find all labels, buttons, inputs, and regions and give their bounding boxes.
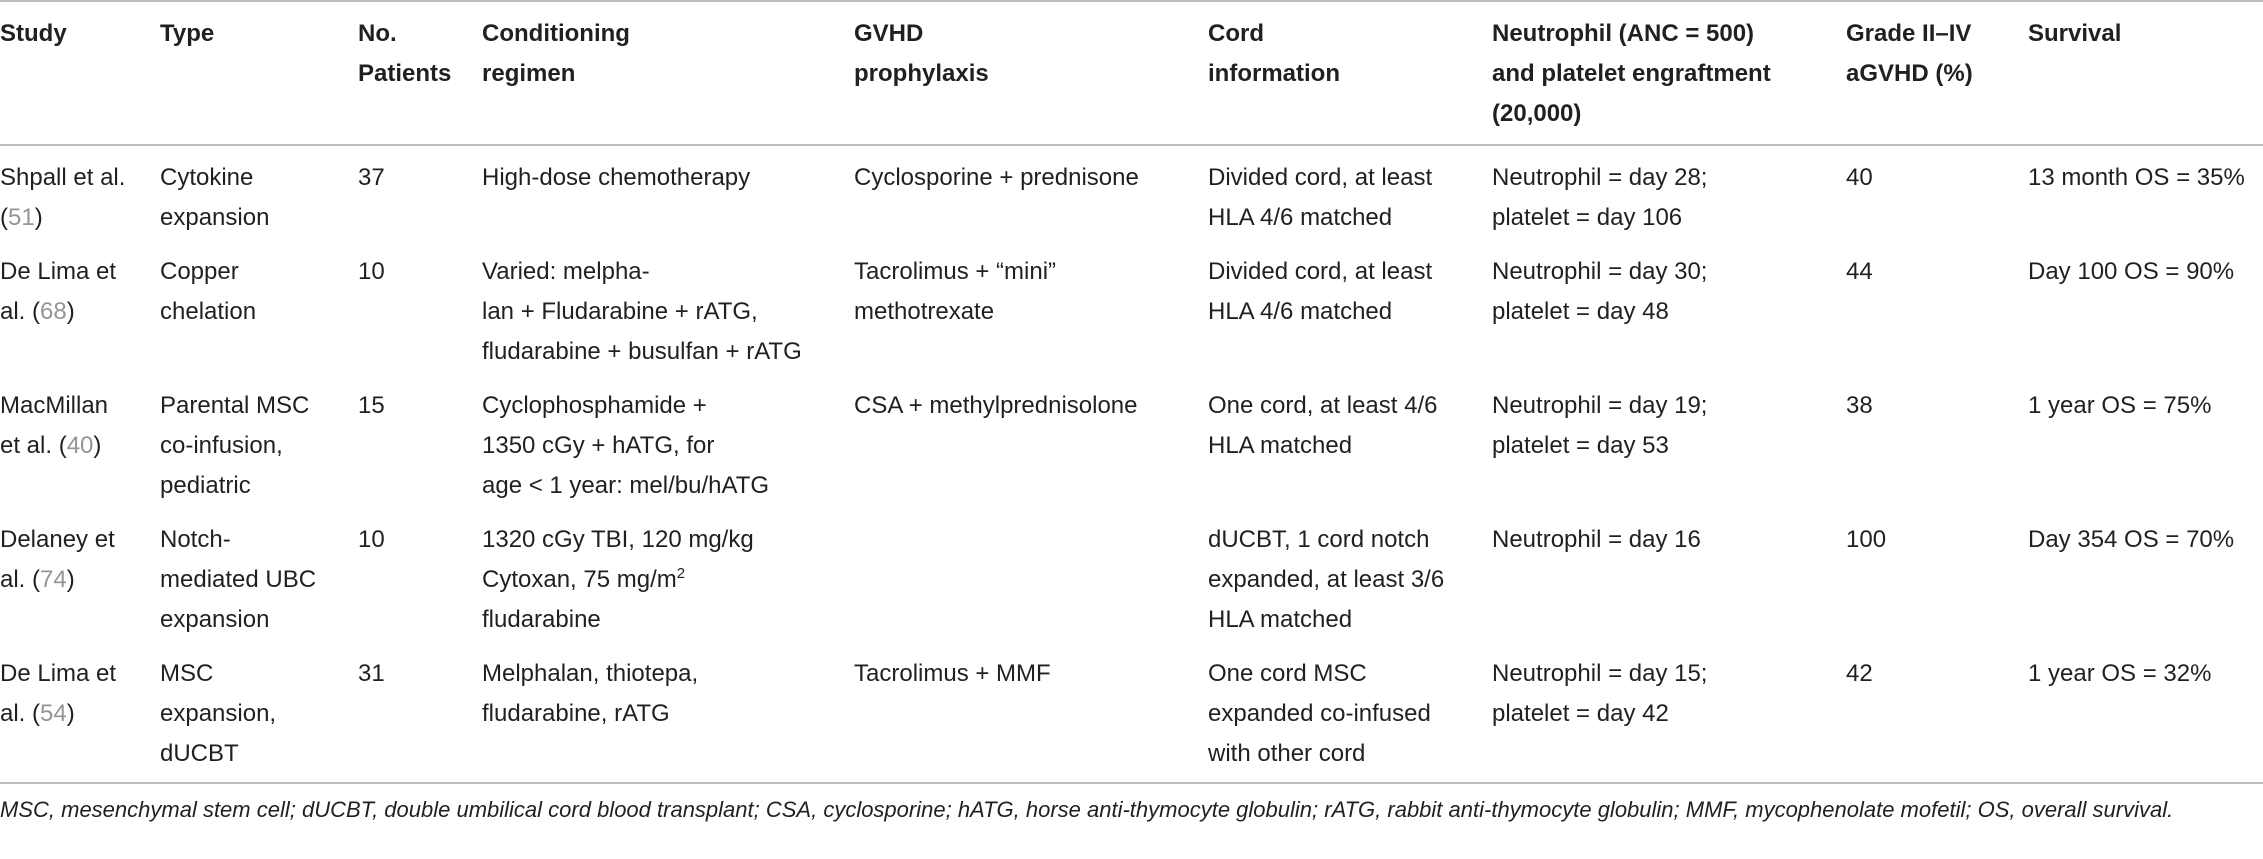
survival-cell: 1 year OS = 75% <box>2028 392 2212 419</box>
table-footnote: MSC, mesenchymal stem cell; dUCBT, doubl… <box>0 797 2174 822</box>
header-study: Study <box>0 20 67 47</box>
study-text: MacMillan et al. ( <box>0 392 109 459</box>
table-row: De Lima et al. (68) Copper chelation 10 … <box>0 246 2263 380</box>
type-cell: Parental MSC co-infusion, pediatric <box>160 392 310 499</box>
header-conditioning: Conditioning regimen <box>482 20 630 87</box>
gvhd-prophylaxis-cell: CSA + methylprednisolone <box>854 392 1138 419</box>
gvhd-prophylaxis-cell: Cyclosporine + prednisone <box>854 164 1139 191</box>
reference-link[interactable]: 74 <box>40 566 67 593</box>
table-header: Study Type No. Patients Conditioning reg… <box>0 1 2263 145</box>
table-body: Shpall et al. (51) Cytokine expansion 37… <box>0 145 2263 783</box>
patients-cell: 31 <box>358 660 385 687</box>
patients-cell: 10 <box>358 526 385 553</box>
reference-link[interactable]: 68 <box>40 298 67 325</box>
gvhd-prophylaxis-cell: Tacrolimus + “mini” methotrexate <box>854 258 1057 325</box>
study-text: Delaney et al. ( <box>0 526 115 593</box>
study-cell: Delaney et al. (74) <box>0 514 160 648</box>
cord-information-cell: Divided cord, at least HLA 4/6 matched <box>1208 258 1433 325</box>
conditioning-cell: 1320 cGy TBI, 120 mg/kg Cytoxan, 75 mg/m… <box>482 514 854 648</box>
agvhd-cell: 38 <box>1846 392 1873 419</box>
header-row: Study Type No. Patients Conditioning reg… <box>0 1 2263 145</box>
type-cell: Notch- mediated UBC expansion <box>160 526 317 633</box>
conditioning-cell: High-dose chemotherapy <box>482 164 751 191</box>
superscript-exponent: 2 <box>676 565 686 582</box>
table-row: Shpall et al. (51) Cytokine expansion 37… <box>0 145 2263 246</box>
type-cell: Cytokine expansion <box>160 164 270 231</box>
study-text-end: ) <box>66 566 75 593</box>
table-row: Delaney et al. (74) Notch- mediated UBC … <box>0 514 2263 648</box>
header-cord-information: Cord information <box>1208 20 1340 87</box>
header-gvhd-prophylaxis: GVHD prophylaxis <box>854 20 989 87</box>
study-text: De Lima et al. ( <box>0 660 117 727</box>
table-row: MacMillan et al. (40) Parental MSC co-in… <box>0 380 2263 514</box>
gvhd-prophylaxis-cell <box>854 514 1208 648</box>
reference-link[interactable]: 54 <box>40 700 67 727</box>
study-text-end: ) <box>34 204 43 231</box>
conditioning-cell: Varied: melpha- lan + Fludarabine + rATG… <box>482 258 802 365</box>
clinical-trials-table: Study Type No. Patients Conditioning reg… <box>0 1 2263 783</box>
header-type: Type <box>160 20 215 47</box>
cord-information-cell: One cord, at least 4/6 HLA matched <box>1208 392 1438 459</box>
study-cell: De Lima et al. (68) <box>0 246 160 380</box>
study-text-end: ) <box>66 700 75 727</box>
patients-cell: 15 <box>358 392 385 419</box>
header-patients: No. Patients <box>358 20 452 87</box>
type-cell: MSC expansion, dUCBT <box>160 660 277 767</box>
survival-cell: 1 year OS = 32% <box>2028 660 2212 687</box>
agvhd-cell: 42 <box>1846 660 1873 687</box>
reference-link[interactable]: 51 <box>8 204 35 231</box>
study-text: Shpall et al. ( <box>0 164 126 231</box>
header-engraftment: Neutrophil (ANC = 500) and platelet engr… <box>1492 20 1771 127</box>
gvhd-prophylaxis-cell: Tacrolimus + MMF <box>854 660 1051 687</box>
cord-information-cell: dUCBT, 1 cord notch expanded, at least 3… <box>1208 526 1445 633</box>
study-text: De Lima et al. ( <box>0 258 117 325</box>
engraftment-cell: Neutrophil = day 16 <box>1492 526 1701 553</box>
conditioning-text-end: fludarabine <box>482 606 601 633</box>
conditioning-cell: Cyclophosphamide + 1350 cGy + hATG, for … <box>482 392 770 499</box>
conditioning-cell: Melphalan, thiotepa, fludarabine, rATG <box>482 660 699 727</box>
cord-information-cell: One cord MSC expanded co-infused with ot… <box>1208 660 1431 767</box>
study-cell: De Lima et al. (54) <box>0 648 160 783</box>
reference-link[interactable]: 40 <box>66 432 94 459</box>
table-row: De Lima et al. (54) MSC expansion, dUCBT… <box>0 648 2263 783</box>
agvhd-cell: 40 <box>1846 164 1873 191</box>
header-agvhd: Grade II–IV aGVHD (%) <box>1846 20 1973 87</box>
agvhd-cell: 100 <box>1846 526 1887 553</box>
survival-cell: 13 month OS = 35% <box>2028 164 2245 191</box>
header-survival: Survival <box>2028 20 2122 47</box>
survival-cell: Day 100 OS = 90% <box>2028 258 2235 285</box>
engraftment-cell: Neutrophil = day 30; platelet = day 48 <box>1492 258 1708 325</box>
study-cell: MacMillan et al. (40) <box>0 380 160 514</box>
patients-cell: 10 <box>358 258 385 285</box>
survival-cell: Day 354 OS = 70% <box>2028 526 2235 553</box>
cord-information-cell: Divided cord, at least HLA 4/6 matched <box>1208 164 1433 231</box>
engraftment-cell: Neutrophil = day 19; platelet = day 53 <box>1492 392 1708 459</box>
agvhd-cell: 44 <box>1846 258 1873 285</box>
study-text-end: ) <box>66 298 75 325</box>
engraftment-cell: Neutrophil = day 15; platelet = day 42 <box>1492 660 1708 727</box>
study-cell: Shpall et al. (51) <box>0 145 160 246</box>
study-text-end: ) <box>93 432 102 459</box>
type-cell: Copper chelation <box>160 258 257 325</box>
conditioning-text: 1320 cGy TBI, 120 mg/kg Cytoxan, 75 mg/m <box>482 526 754 593</box>
engraftment-cell: Neutrophil = day 28; platelet = day 106 <box>1492 164 1708 231</box>
patients-cell: 37 <box>358 164 385 191</box>
